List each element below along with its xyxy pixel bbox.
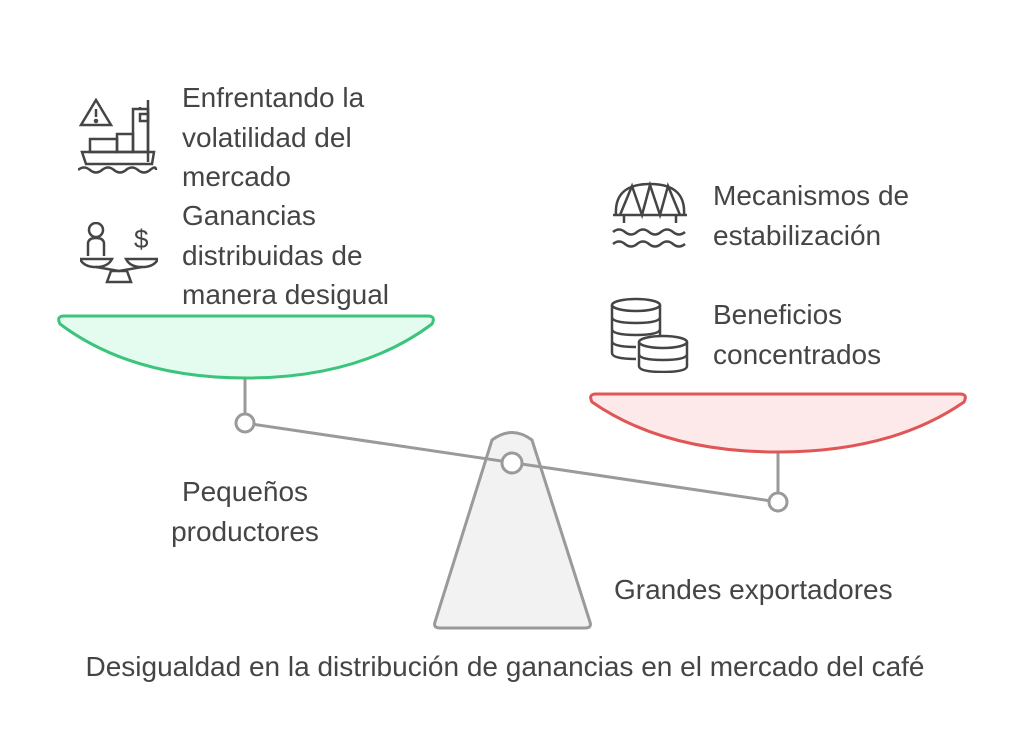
right-joint <box>767 491 789 513</box>
left-label: Pequeños productores <box>171 476 319 547</box>
fulcrum <box>433 431 592 630</box>
svg-text:$: $ <box>134 224 149 254</box>
person-scale-money-icon: $ <box>80 222 158 284</box>
diagram-title: Desigualdad en la distribución de gananc… <box>85 651 925 682</box>
right-item-2-text: Beneficios concentrados <box>713 299 882 370</box>
left-item-1-text: Enfrentando la volatilidad del mercado <box>182 82 365 192</box>
coin-stack-icon <box>610 297 689 373</box>
right-item-1-text: Mecanismos de estabilización <box>713 180 910 251</box>
left-item-2-text: Ganancias distribuidas de manera desigua… <box>182 200 390 310</box>
right-label: Grandes exportadores <box>614 574 893 605</box>
bridge-water-icon <box>612 180 687 248</box>
left-joint <box>234 412 256 434</box>
left-pan <box>57 314 435 380</box>
ship-warning-icon <box>78 98 158 174</box>
pivot <box>500 451 524 475</box>
right-pan <box>589 392 967 454</box>
